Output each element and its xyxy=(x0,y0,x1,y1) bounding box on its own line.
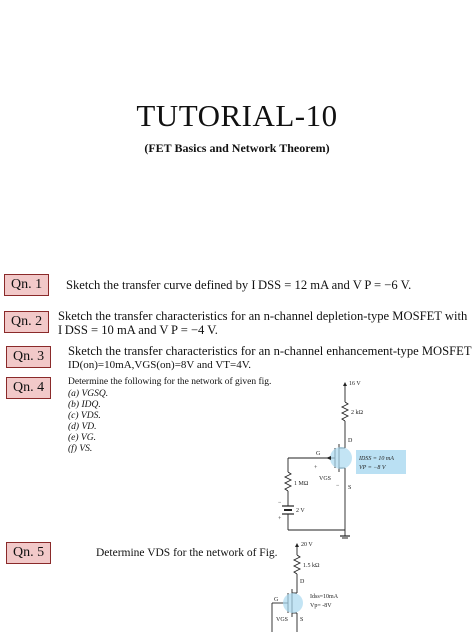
rd-label: 2 kΩ xyxy=(351,410,364,416)
vbias-label: 2 V xyxy=(296,508,305,514)
question-4-item-a: (a) VGSQ. xyxy=(68,389,109,399)
question-3-line1: Sketch the transfer characteristics for … xyxy=(68,344,474,358)
vdd5-label: 20 V xyxy=(301,542,313,548)
vdd-label: 16 V xyxy=(349,381,361,387)
question-4-item-f: (f) VS. xyxy=(68,444,93,454)
rg-label: 1 MΩ xyxy=(294,481,309,487)
question-4-intro: Determine the following for the network … xyxy=(68,377,272,387)
gs-minus: − xyxy=(336,483,340,489)
gate-label: G xyxy=(316,451,321,457)
bias-plus: + xyxy=(278,516,282,522)
mosfet-highlight xyxy=(283,593,303,613)
jfet-highlight xyxy=(330,447,352,469)
idss5-label: Idss=10mA xyxy=(310,594,339,600)
gs-plus: + xyxy=(314,465,318,471)
drain-label: D xyxy=(348,438,353,444)
question-4-item-d: (d) VD. xyxy=(68,422,97,432)
question-5-text: Determine VDS for the network of Fig. xyxy=(96,547,278,559)
question-4-item-b: (b) IDQ. xyxy=(68,400,101,410)
bias-minus: − xyxy=(278,500,282,506)
vgs5-label: VGS xyxy=(276,617,288,623)
source5-label: S xyxy=(300,617,303,623)
question-3-label: Qn. 3 xyxy=(6,346,52,368)
idss-label: IDSS = 10 mA xyxy=(358,456,394,462)
device-params-box xyxy=(356,450,406,474)
question-4-item-c: (c) VDS. xyxy=(68,411,101,421)
question-2-label: Qn. 2 xyxy=(4,311,50,333)
page-subtitle: (FET Basics and Network Theorem) xyxy=(144,141,330,155)
question-2-line2: I DSS = 10 mA and V P = −4 V. xyxy=(58,323,218,337)
question-1-text: Sketch the transfer curve defined by I D… xyxy=(66,278,412,292)
question-5-label: Qn. 5 xyxy=(6,542,52,564)
gate5-label: G xyxy=(274,597,279,603)
question-2-line1: Sketch the transfer characteristics for … xyxy=(58,309,468,323)
rd5-label: 1.5 kΩ xyxy=(303,563,320,569)
question-4-label: Qn. 4 xyxy=(6,377,52,399)
question-1-label: Qn. 1 xyxy=(4,274,50,296)
drain5-label: D xyxy=(300,579,305,585)
page-title: TUTORIAL-10 xyxy=(136,98,338,133)
question-3-line2: ID(on)=10mA,VGS(on)=8V and VT=4V. xyxy=(68,359,251,371)
vgs-label: VGS xyxy=(319,476,331,482)
source-label: S xyxy=(348,485,351,491)
vp5-label: Vp= -8V xyxy=(310,603,332,609)
vp-label: VP = −8 V xyxy=(359,465,387,471)
circuit-qn5: 20 V 1.5 kΩ D G VGS S Idss=10mA Vp= -8V xyxy=(271,542,339,632)
circuit-qn4: 16 V 2 kΩ D G VGS + − S 1 MΩ 2 V − + IDS… xyxy=(278,381,406,539)
question-4-item-e: (e) VG. xyxy=(68,433,96,443)
